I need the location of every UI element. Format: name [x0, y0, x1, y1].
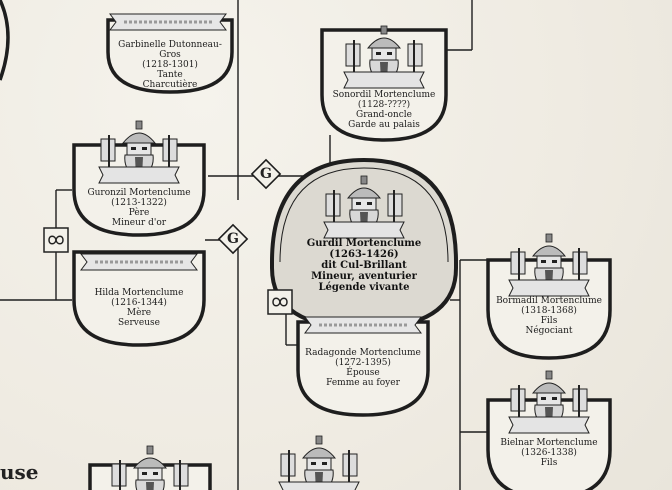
person-relation: Grand-oncle [356, 110, 412, 120]
person-dates: (1128-????) [357, 100, 411, 110]
person-occupation: Garde au palais [348, 120, 420, 130]
person-occupation: Négociant [525, 326, 573, 336]
parent-badge-icon: G [227, 231, 239, 247]
main-person-role: Mineur, aventurier [311, 271, 417, 282]
person-name: Bielnar Mortenclume [500, 438, 598, 448]
person-dates: (1213-1322) [111, 198, 167, 208]
person-relation: Mère [126, 308, 152, 318]
person-relation: Fils [540, 316, 558, 326]
main-person-card-gurdil[interactable]: Gurdil Mortenclume (1263-1426) dit Cul-B… [280, 238, 448, 293]
person-name: Radagonde Mortenclume [305, 348, 421, 358]
person-occupation: Mineur d'or [111, 218, 167, 228]
person-card-bormadil[interactable]: Bormadil Mortenclume (1318-1368) Fils Né… [492, 296, 606, 336]
person-dates: (1218-1301) [142, 60, 198, 70]
person-relation: Fils [540, 458, 558, 468]
person-name: Bormadil Mortenclume [496, 296, 602, 306]
main-person-name: Gurdil Mortenclume [306, 238, 422, 249]
person-occupation: Charcutière [142, 80, 198, 90]
person-relation: Tante [157, 70, 183, 80]
person-dates: (1216-1344) [111, 298, 167, 308]
cropped-edge-text: use [0, 460, 39, 484]
person-card-radagonde[interactable]: Radagonde Mortenclume (1272-1395) Épouse… [302, 348, 424, 388]
main-person-title: Légende vivante [318, 282, 410, 293]
person-card-hilda[interactable]: Hilda Mortenclume (1216-1344) Mère Serve… [78, 288, 200, 328]
main-person-alias: dit Cul-Brillant [321, 260, 407, 271]
person-name: Sonordil Mortenclume [332, 90, 436, 100]
main-person-dates: (1263-1426) [329, 249, 399, 260]
person-occupation: Serveuse [118, 318, 160, 328]
person-card-garbinelle[interactable]: Garbinelle Dutonneau-Gros (1218-1301) Ta… [112, 40, 228, 90]
person-occupation: Femme au foyer [326, 378, 400, 388]
person-card-guronzil[interactable]: Guronzil Mortenclume (1213-1322) Père Mi… [78, 188, 200, 228]
person-card-sonordil[interactable]: Sonordil Mortenclume (1128-????) Grand-o… [326, 90, 442, 130]
person-name: Garbinelle Dutonneau-Gros [118, 40, 222, 60]
person-name: Guronzil Mortenclume [87, 188, 191, 198]
person-dates: (1326-1338) [521, 448, 577, 458]
person-dates: (1272-1395) [335, 358, 391, 368]
person-name: Hilda Mortenclume [94, 288, 184, 298]
person-dates: (1318-1368) [521, 306, 577, 316]
grandparent-badge-icon: G [260, 166, 272, 182]
person-relation: Père [128, 208, 150, 218]
person-relation: Épouse [346, 368, 380, 378]
person-card-bielnar[interactable]: Bielnar Mortenclume (1326-1338) Fils [492, 438, 606, 468]
